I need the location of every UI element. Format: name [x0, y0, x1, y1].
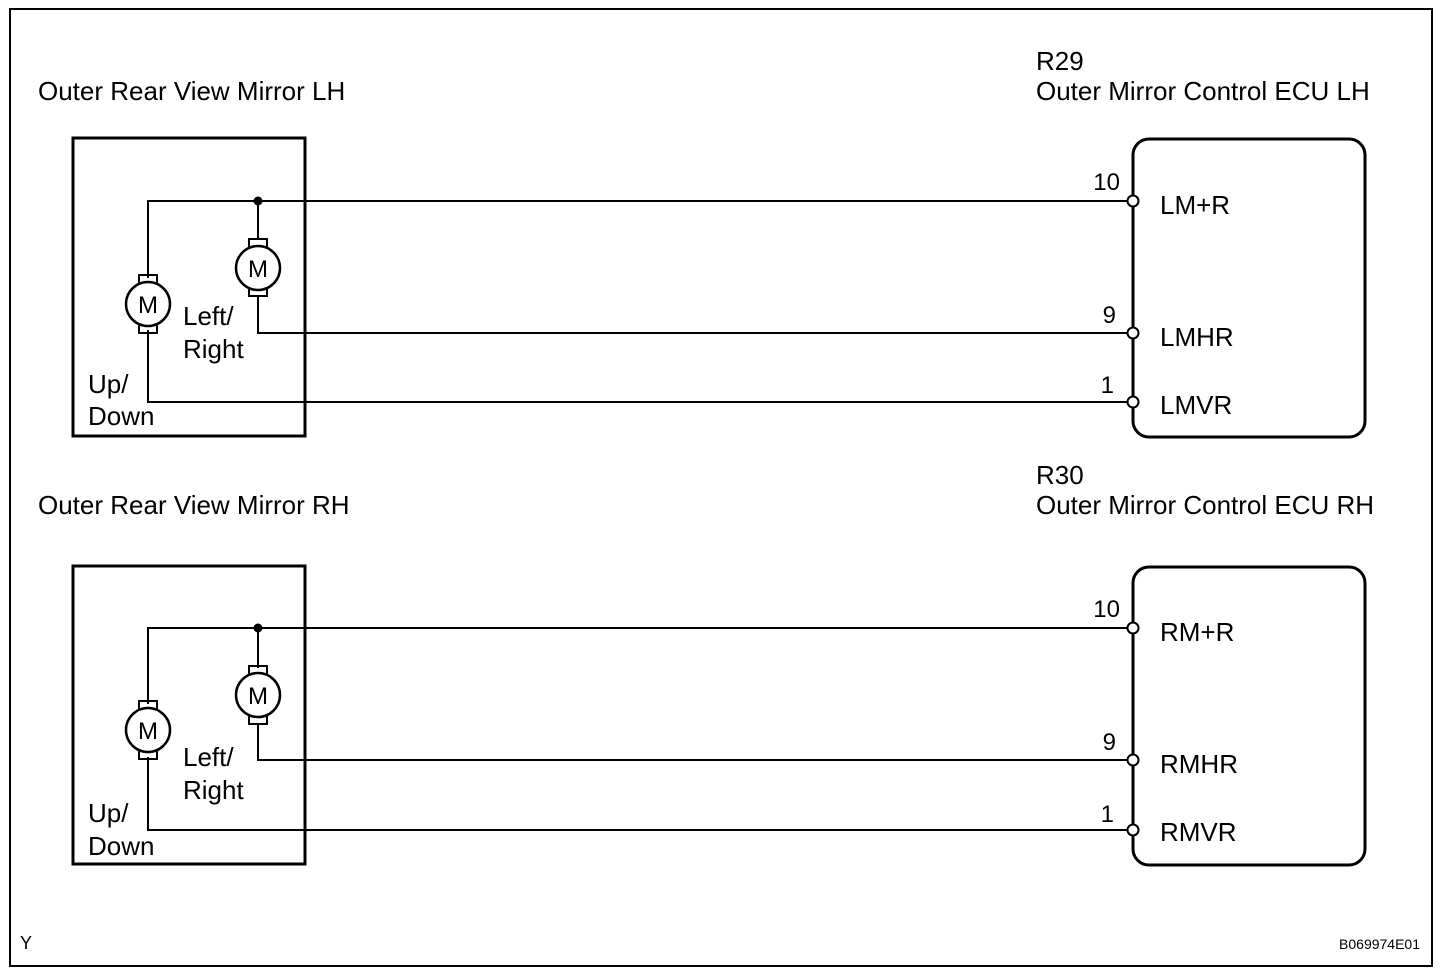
- ecu-rh-label: Outer Mirror Control ECU RH: [1036, 490, 1374, 520]
- terminal-circle: [1126, 621, 1140, 635]
- mirror-rh-box: [71, 564, 307, 866]
- terminal-name: RMHR: [1160, 749, 1238, 779]
- terminal-circle: [1126, 395, 1140, 409]
- terminal-circle: [1126, 194, 1140, 208]
- ecu-lh-label: Outer Mirror Control ECU LH: [1036, 76, 1370, 106]
- circuit-lh: Outer Rear View Mirror LH R29 Outer Mirr…: [38, 46, 1370, 439]
- updown-label-line2: Down: [88, 831, 154, 861]
- pin-number: 9: [1103, 729, 1116, 756]
- leftright-label-line2: Right: [183, 334, 244, 364]
- junction-dot-lh: [253, 196, 263, 206]
- wire-lmhr: [257, 296, 1128, 334]
- pin-number: 10: [1093, 169, 1120, 196]
- wire-rmvr: [147, 757, 1128, 831]
- connector-r30-code: R30: [1036, 460, 1084, 490]
- wire-rm-plus-r: [147, 627, 1128, 704]
- leftright-label-line1: Left/: [183, 742, 234, 772]
- connector-r29-code: R29: [1036, 46, 1084, 76]
- terminal-circle: [1126, 823, 1140, 837]
- wire-lmvr: [147, 330, 1128, 403]
- mirror-rh-label: Outer Rear View Mirror RH: [38, 490, 350, 520]
- wire-rmhr: [257, 724, 1128, 761]
- circuit-rh: Outer Rear View Mirror RH R30 Outer Mirr…: [38, 460, 1374, 867]
- terminal-name: LMVR: [1160, 390, 1232, 420]
- updown-motor-lh: M: [124, 274, 172, 334]
- updown-label-line1: Up/: [88, 798, 129, 828]
- ecu-rh-box: [1131, 565, 1367, 867]
- leftright-label-line2: Right: [183, 775, 244, 805]
- terminal-name: RM+R: [1160, 617, 1234, 647]
- pin-number: 1: [1101, 801, 1114, 828]
- junction-dot-rh: [253, 623, 263, 633]
- motor-symbol: M: [138, 292, 158, 319]
- updown-motor-rh: M: [124, 700, 172, 760]
- motor-symbol: M: [248, 683, 268, 710]
- wire-lm-plus-r: [147, 200, 1128, 278]
- terminal-circle: [1126, 326, 1140, 340]
- terminal-circle: [1126, 753, 1140, 767]
- mirror-lh-label: Outer Rear View Mirror LH: [38, 76, 345, 106]
- pin-number: 9: [1103, 302, 1116, 329]
- corner-mark: Y: [20, 933, 32, 953]
- pin-number: 1: [1101, 372, 1114, 399]
- leftright-motor-rh: M: [234, 665, 282, 725]
- motor-symbol: M: [138, 718, 158, 745]
- figure-code: B069974E01: [1339, 936, 1420, 952]
- motor-symbol: M: [248, 256, 268, 283]
- terminal-name: LMHR: [1160, 322, 1234, 352]
- ecu-lh-box: [1131, 137, 1367, 439]
- updown-label-line2: Down: [88, 401, 154, 431]
- pin-number: 10: [1093, 596, 1120, 623]
- diagram-frame: [9, 8, 1433, 967]
- leftright-label-line1: Left/: [183, 301, 234, 331]
- updown-label-line1: Up/: [88, 369, 129, 399]
- terminal-name: RMVR: [1160, 817, 1237, 847]
- terminal-name: LM+R: [1160, 190, 1230, 220]
- leftright-motor-lh: M: [234, 238, 282, 297]
- mirror-lh-box: [71, 136, 307, 438]
